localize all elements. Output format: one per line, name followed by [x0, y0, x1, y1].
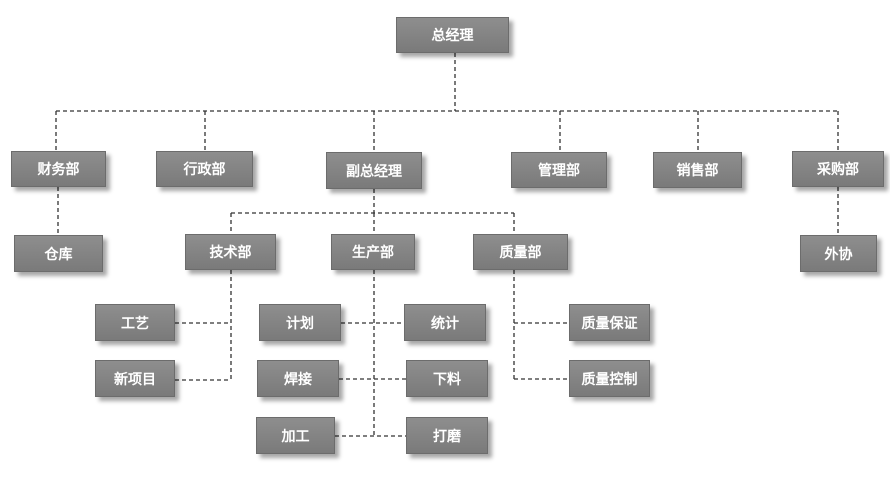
node-warehouse: 仓库 [14, 235, 103, 272]
node-management: 管理部 [511, 152, 607, 188]
node-welding: 焊接 [257, 360, 339, 397]
node-planning: 计划 [259, 304, 341, 341]
node-quality-dept: 质量部 [473, 234, 568, 270]
node-grinding: 打磨 [406, 417, 488, 454]
node-machining: 加工 [256, 417, 335, 454]
node-administration: 行政部 [156, 151, 253, 187]
node-sales: 销售部 [653, 152, 742, 188]
node-general-manager: 总经理 [396, 17, 509, 53]
node-purchasing: 采购部 [792, 151, 884, 187]
node-process: 工艺 [95, 304, 175, 341]
node-finance: 财务部 [11, 151, 106, 187]
node-technical-dept: 技术部 [185, 234, 276, 270]
node-production-dept: 生产部 [331, 234, 415, 270]
node-vice-general-manager: 副总经理 [326, 152, 422, 189]
node-statistics: 统计 [404, 304, 486, 341]
node-quality-assurance: 质量保证 [569, 304, 650, 341]
node-outsourcing: 外协 [800, 235, 877, 272]
node-quality-control: 质量控制 [569, 360, 650, 397]
node-cutting: 下料 [406, 360, 488, 397]
node-new-project: 新项目 [95, 360, 175, 397]
